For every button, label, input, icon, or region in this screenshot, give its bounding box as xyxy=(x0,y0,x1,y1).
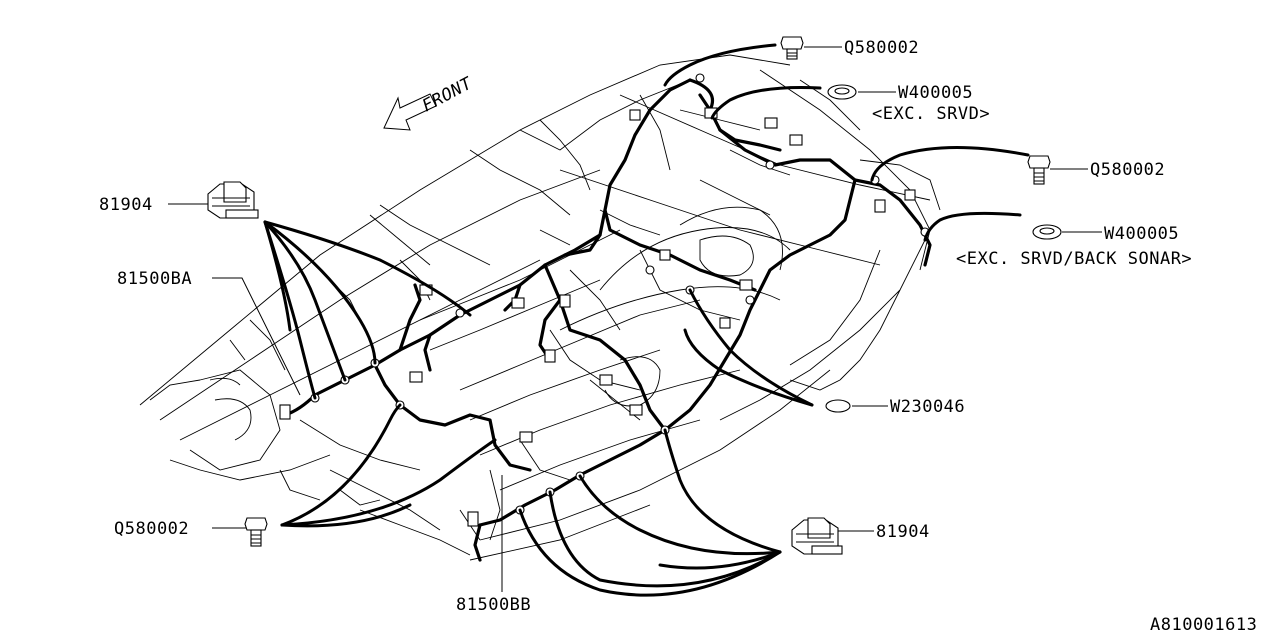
bolt-icon xyxy=(1027,155,1051,185)
figure-id: A810001613 xyxy=(1150,615,1257,635)
connector-holder-icon xyxy=(207,181,259,219)
bolt-icon xyxy=(780,36,804,60)
front-label: FRONT xyxy=(419,73,477,116)
callout-81904-right: 81904 xyxy=(876,522,930,542)
callout-81904-left: 81904 xyxy=(99,195,153,215)
callout-q580002-bottom: Q580002 xyxy=(114,519,189,539)
grommet-icon xyxy=(825,399,851,413)
callout-w400005-top: W400005 xyxy=(898,83,973,103)
harness-connectors xyxy=(279,107,916,527)
vehicle-body-outline xyxy=(139,54,941,561)
callout-w400005-right: W400005 xyxy=(1104,224,1179,244)
bolt-icon xyxy=(244,517,268,547)
callout-q580002-right: Q580002 xyxy=(1090,160,1165,180)
callout-w230046: W230046 xyxy=(890,397,965,417)
front-direction-indicator: FRONT xyxy=(383,73,477,131)
grommet-icon xyxy=(827,84,857,100)
label-leader-lines xyxy=(168,46,1102,592)
front-arrow-icon xyxy=(383,93,437,131)
callout-labels: Q580002 W400005 <EXC. SRVD> Q580002 W400… xyxy=(99,38,1257,635)
main-wiring-harness xyxy=(283,78,932,562)
routing-cables xyxy=(263,43,1030,597)
harness-clips xyxy=(310,73,930,515)
callout-w400005-top-note: <EXC. SRVD> xyxy=(872,104,990,124)
callout-81500ba: 81500BA xyxy=(117,269,192,289)
callout-w400005-right-note: <EXC. SRVD/BACK SONAR> xyxy=(956,249,1192,269)
grommet-icon xyxy=(1032,224,1062,240)
callout-81500bb: 81500BB xyxy=(456,595,531,615)
connector-holder-icon xyxy=(791,517,843,555)
callout-q580002-top: Q580002 xyxy=(844,38,919,58)
